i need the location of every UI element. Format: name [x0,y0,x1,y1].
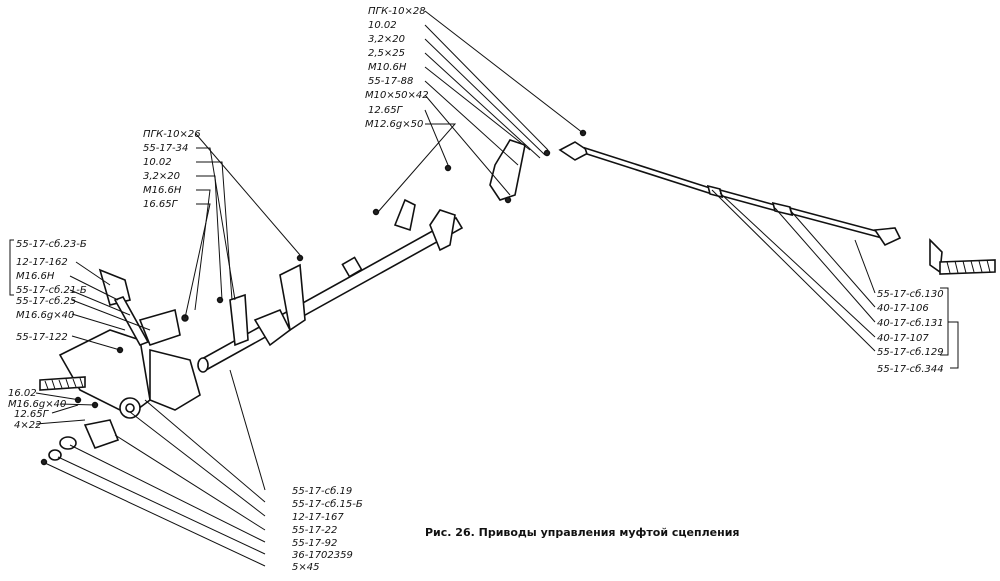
pedal-housing [138,308,181,346]
pedal-plate [149,348,201,411]
label-right-group-4: 55-17-сб.129 [877,346,944,358]
label-bottom-3: 55-17-22 [292,525,337,536]
pedal-pad [98,268,131,306]
label-left-lower-1: М16.6g×40 [8,399,66,410]
label-bottom-1: 55-17-сб.15-Б [292,498,363,510]
upper-lever-nut [504,196,512,204]
label-left-1: М16.6g×40 [16,310,74,321]
upper-lever [489,139,526,201]
labels-left: 55-17-сб.25 М16.6g×40 55-17-122 [16,295,76,343]
shaft-fork [429,209,456,252]
rod-coupling [706,184,724,199]
label-left-group-3: 55-17-сб.21-Б [16,284,87,296]
label-bottom-5: 36-1702359 [292,550,353,561]
label-top-6: М10×50×42 [365,90,429,101]
leader-lines [9,10,959,567]
washer-12 [372,208,380,216]
pin-26 [296,254,304,262]
drive-parts [39,129,996,466]
shaft-bracket [253,308,292,347]
label-left-2: 55-17-122 [16,332,68,343]
label-mid-2: 10.02 [143,157,172,168]
spring-coils [44,377,84,390]
label-mid-1: 55-17-34 [143,143,188,154]
label-left-lower-2: 12.65Г [14,409,50,420]
label-left-group-2: М16.6Н [16,271,55,282]
label-mid-5: 16.65Г [143,199,179,210]
label-bottom-6: 5×45 [292,562,319,573]
label-mid-4: М16.6Н [143,185,182,196]
return-spring [39,376,86,391]
shaft-lever-mid [279,263,306,332]
label-left-lower-0: 16.02 [8,388,37,399]
shaft-lever-left [229,293,249,347]
figure-caption: Рис. 26. Приводы управления муфтой сцепл… [425,526,740,539]
label-left-lower-3: 4×22 [14,420,41,431]
label-mid-3: 3,2×20 [143,171,180,182]
labels-mid: ПГК-10×26 55-17-34 10.02 3,2×20 М16.6Н 1… [143,129,201,210]
label-top-7: 12.65Г [368,105,404,116]
label-bottom-0: 55-17-сб.19 [292,485,352,497]
pedal-arm [113,296,150,346]
rod-rear [788,206,884,240]
label-top-4: М10.6Н [368,62,407,73]
pivot-hole [125,403,135,413]
label-left-group-0: 55-17-сб.23-Б [16,238,87,250]
label-bottom-2: 12-17-167 [292,512,344,523]
label-right-group-1: 40-17-106 [877,303,929,314]
label-left-group-1: 12-17-162 [16,257,68,268]
label-top-3: 2,5×25 [368,48,405,59]
labels-left-group: 55-17-сб.23-Б 12-17-162 М16.6Н 55-17-сб.… [16,238,87,296]
shaft-end [197,357,209,373]
right-spring-coils [946,259,991,274]
label-right-group-2: 40-17-сб.131 [877,317,944,329]
label-right-total: 55-17-сб.344 [877,363,944,375]
label-top-1: 10.02 [368,20,397,31]
rod-end [873,227,902,247]
clamp [83,419,120,449]
labels-top: ПГК-10×28 10.02 3,2×20 2,5×25 М10.6Н 55-… [365,6,429,130]
washer-small [48,449,62,461]
label-top-2: 3,2×20 [368,34,405,45]
label-top-0: ПГК-10×28 [368,6,426,17]
pin-top [543,149,551,157]
rod-nut [771,201,794,217]
rod-front [583,146,714,196]
label-top-5: 55-17-88 [368,76,413,87]
main-shaft [198,216,464,372]
washer-16 [216,296,224,304]
label-right-group-3: 40-17-107 [877,333,929,344]
labels-left-lower: 16.02 М16.6g×40 12.65Г 4×22 [8,388,66,431]
shaft-lever-top [393,198,416,232]
shaft-sleeve [341,256,363,278]
label-top-8: М12.6g×50 [365,119,423,130]
bolt-50 [444,164,452,172]
label-mid-0: ПГК-10×26 [143,129,201,140]
label-left-0: 55-17-сб.25 [16,295,76,307]
labels-bottom: 55-17-сб.19 55-17-сб.15-Б 12-17-167 55-1… [292,485,363,573]
labels-right-group: 55-17-сб.130 40-17-106 40-17-сб.131 40-1… [877,288,944,375]
label-bottom-4: 55-17-92 [292,538,337,549]
label-right-group-0: 55-17-сб.130 [877,288,944,300]
